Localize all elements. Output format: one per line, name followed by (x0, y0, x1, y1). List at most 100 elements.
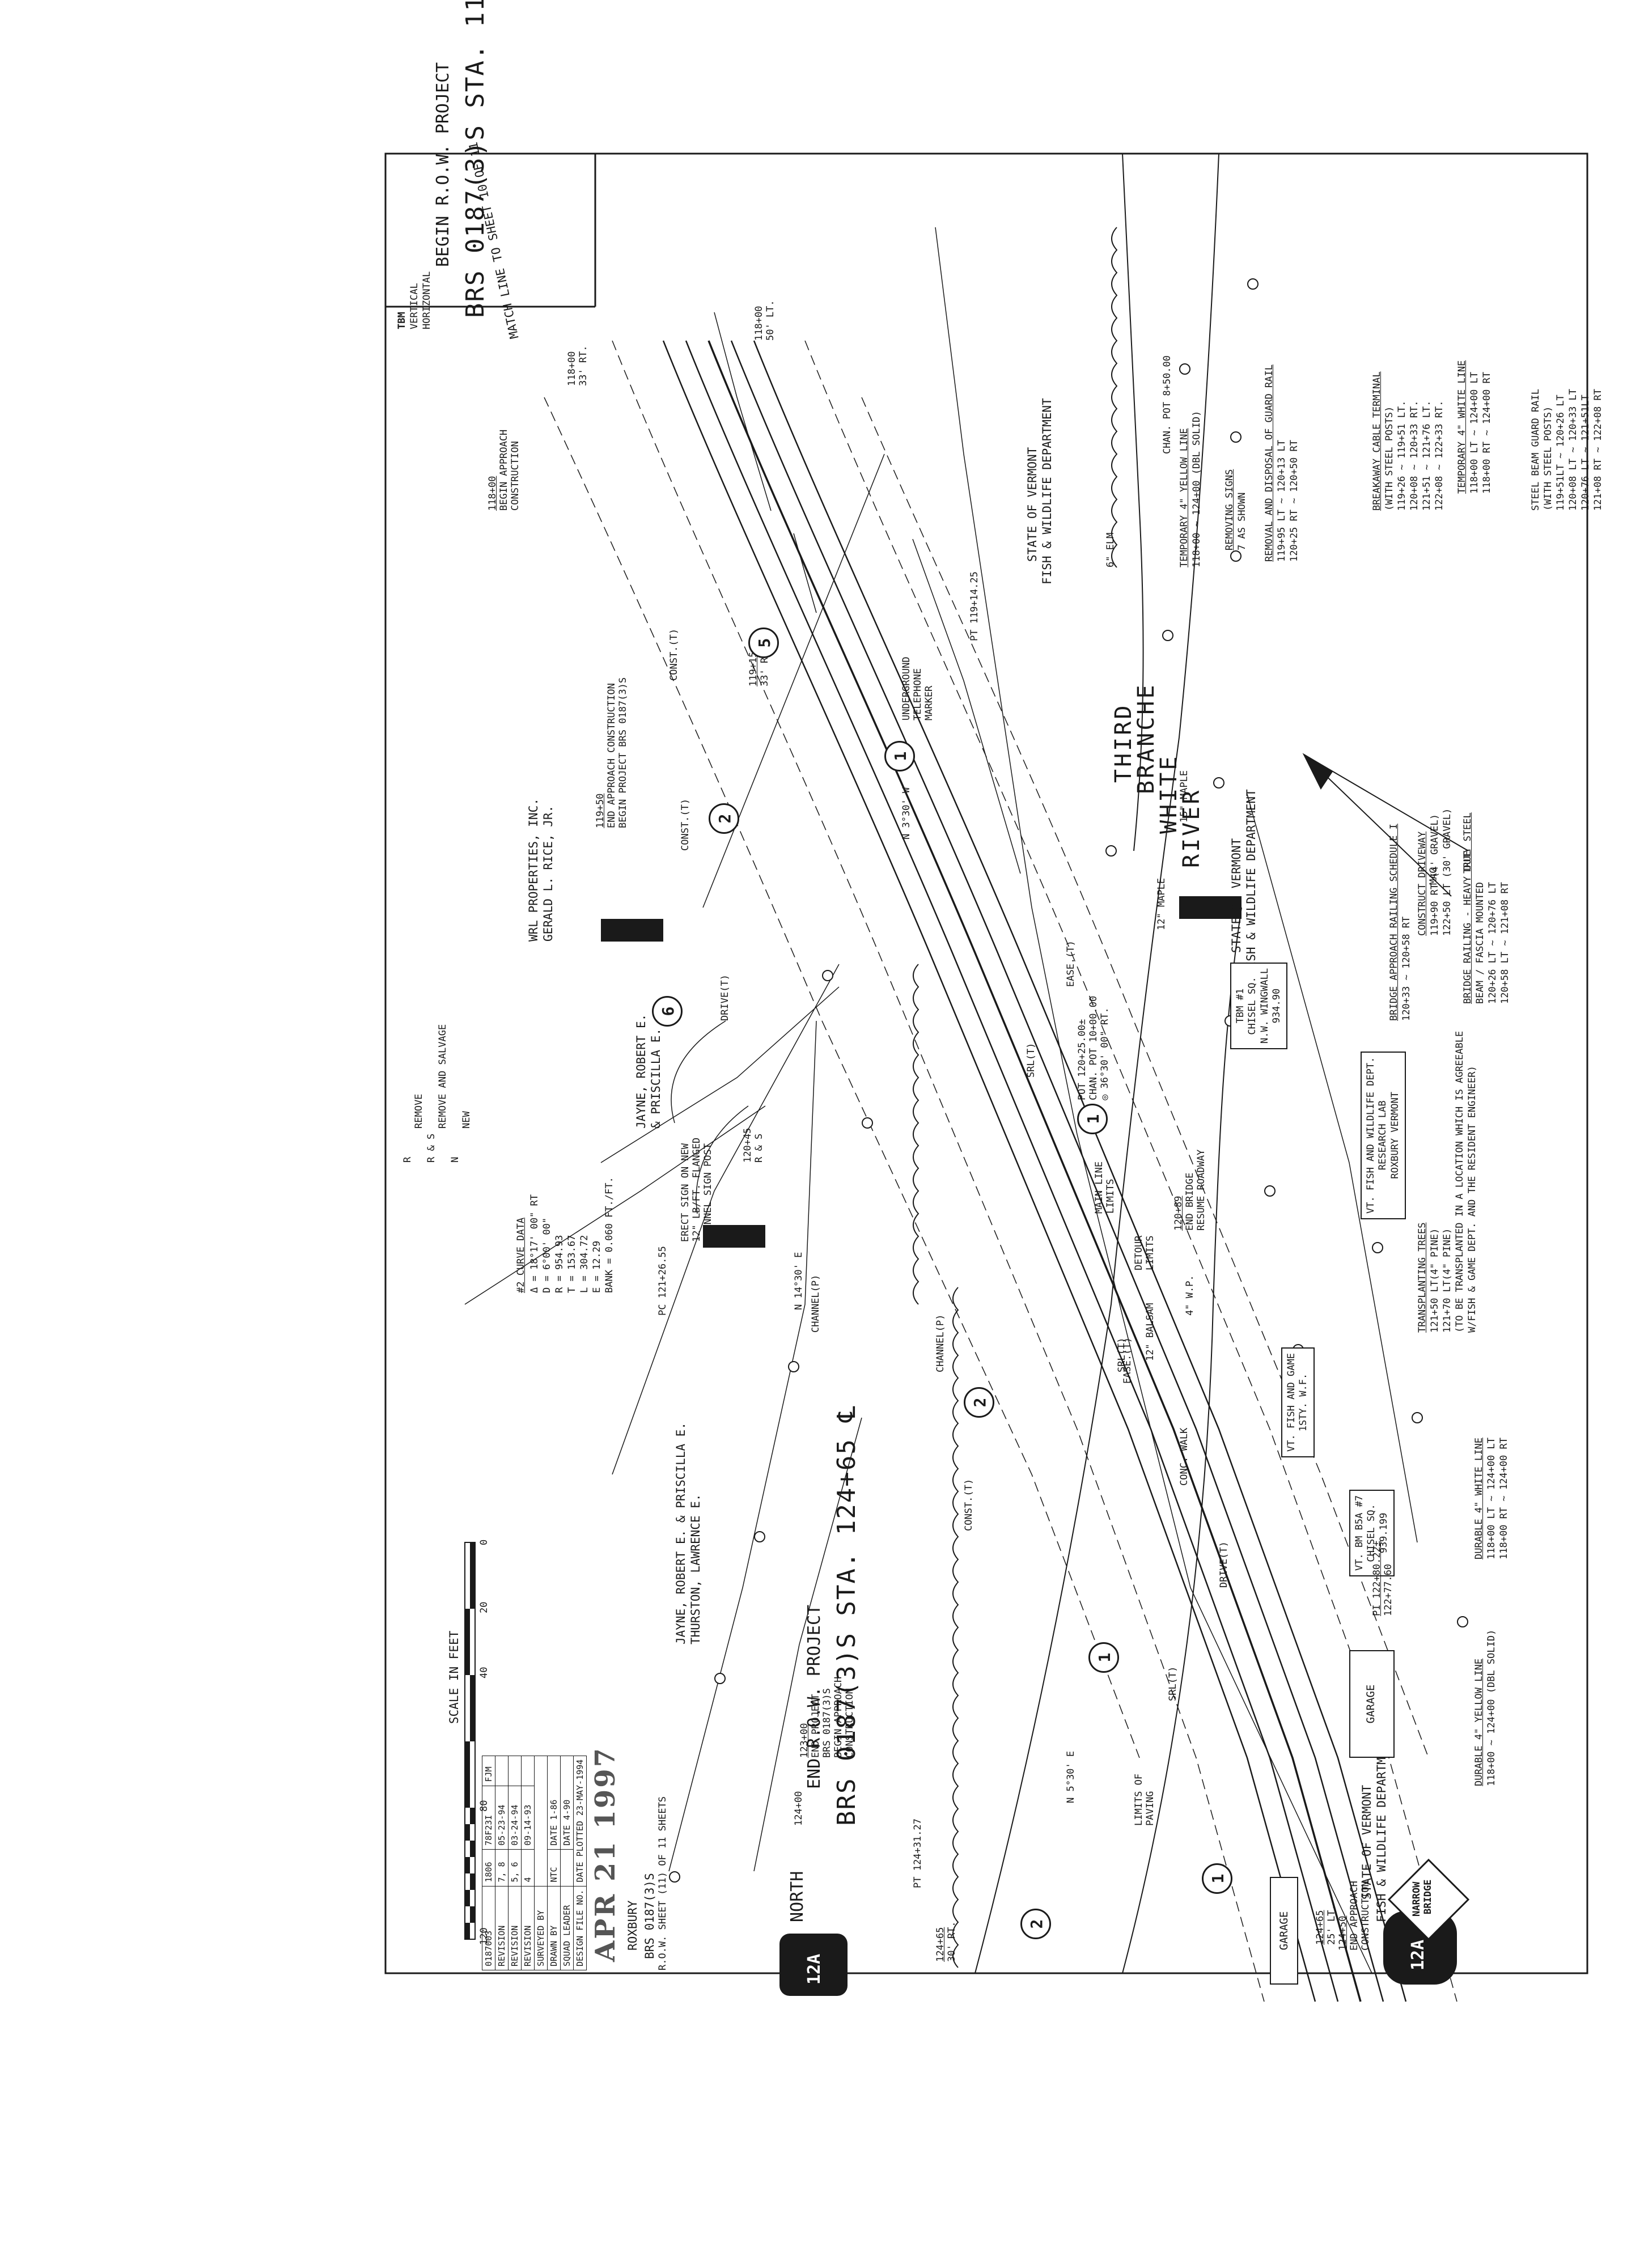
owner-line: JAYNE, ROBERT E. & PRISCILLA E. (674, 1422, 688, 1644)
note-line: 120+25 RT ~ 120+50 RT (1289, 440, 1300, 562)
label-line: 12" LB/FT. FLANGED (691, 1137, 702, 1242)
note-line: BEAM / FASCIA MOUNTED (1474, 882, 1486, 1004)
tbm-line: TBM (396, 312, 408, 329)
box-line: TBM #1 (1235, 988, 1246, 1024)
station-line: RESUME ROADWAY (1196, 1149, 1207, 1231)
label-srl: SRL(T) (1026, 1042, 1037, 1078)
callout-circle: 1 (1202, 1863, 1232, 1894)
begin-project-title: BEGIN R.O.W. PROJECT (433, 62, 453, 267)
note-line: CONSTRUCT DRIVEWAY (1417, 831, 1428, 936)
label-line: DETOUR (1133, 1235, 1145, 1270)
rev-cell: 1806 (482, 1849, 495, 1887)
note-line: TRANSPLANTING TREES (1417, 1222, 1428, 1333)
station-line: END BRIDGE (1184, 1172, 1196, 1231)
box-line: 934.90 (1270, 988, 1282, 1024)
tb-plotted: DATE PLOTTED 23-MAY-1994 (573, 1756, 587, 1887)
rev-cell: 05-23-94 (495, 1786, 509, 1850)
owner-line: WRL PROPERTIES, INC. (527, 798, 540, 942)
station-line: 120+45 (742, 1127, 753, 1163)
route-shield-2: 12A (1408, 1939, 1428, 1970)
station-pt: PT 124+31.27 (912, 1818, 923, 1888)
station-line: 118+00 (753, 306, 765, 341)
label-bearing-3: N 5°30' E (1065, 1750, 1077, 1803)
end-project-station: BRS 0187(3)S STA. 124+65 ℄ (832, 1405, 861, 1826)
tb-town: ROXBURY (626, 1900, 639, 1951)
barricades (601, 896, 1242, 1248)
scale-tick-80: 80 (478, 1800, 490, 1812)
note-line: REMOVAL AND DISPOSAL OF GUARD RAIL (1264, 364, 1275, 562)
note-line: BRIDGE RAILING - HEAVY DUTY STEEL (1462, 812, 1473, 1004)
note-line: 7 AS SHOWN (1236, 492, 1248, 550)
research-lab-box: VT. FISH AND WILDLIFE DEPT. RESEARCH LAB… (1361, 1051, 1406, 1219)
rev-cell: REVISION (495, 1886, 509, 1970)
label-maple-2: 12" MAPLE (1156, 877, 1167, 930)
box-line: VT. FISH AND GAME (1286, 1353, 1297, 1452)
label-balsam: 12" BALSAM (1145, 1303, 1156, 1361)
station-line: 123+00 (799, 1723, 810, 1758)
curve-line: R = 954.93 (554, 1235, 565, 1293)
tb-project: BRS 0187(3)S (643, 1873, 656, 1959)
station-line: 118+00 (487, 476, 498, 511)
label-const: CONST.(T) (963, 1478, 974, 1531)
route-shields (779, 1858, 1470, 1996)
label-bearing-1: N 3°30' W (901, 787, 912, 840)
roadway-lines (662, 340, 1407, 2002)
legend-text: REMOVE (413, 1093, 425, 1129)
station-line: 120+89 (1173, 1196, 1184, 1231)
note-line: 122+08 ~ 122+33 RT. (1434, 400, 1445, 511)
survey-points (669, 278, 1468, 1883)
label-srl: SRL(T) (1167, 1666, 1179, 1701)
label-const: CONST.(T) (668, 628, 680, 681)
tb-label: SQUAD LEADER (560, 1886, 574, 1970)
note-line: TEMPORARY 4" WHITE LINE (1456, 360, 1468, 494)
scale-tick-0: 0 (478, 1539, 490, 1545)
box-line: VT. FISH AND WILDLIFE DEPT. (1365, 1057, 1376, 1214)
station-line: R & S (753, 1133, 765, 1163)
station-line: 124+50 (1337, 1915, 1349, 1951)
station-line: ◎ 36°30' 00" RT. (1099, 1007, 1111, 1100)
station-line: 50' LT. (765, 300, 776, 341)
rev-cell: 7, 8 (495, 1849, 509, 1887)
label-conc-walk: CONC. WALK (1179, 1427, 1190, 1486)
row-lines (544, 340, 1457, 2002)
label-channel: CHANNEL(P) (810, 1274, 821, 1333)
callout-circle: 1 (884, 741, 915, 771)
station-line: 124+65 (1315, 1910, 1326, 1945)
station-line: 124+65 (935, 1927, 946, 1962)
tb-label: SURVEYED BY (534, 1886, 548, 1970)
legend-key: R & S (426, 1133, 437, 1163)
note-line: 120+76 LT ~ 121+51LT (1580, 395, 1591, 511)
note-line: STEEL BEAM GUARD RAIL (1530, 389, 1541, 511)
box-line: RESEARCH LAB (1377, 1100, 1389, 1171)
note-line: 120+26 LT ~ 120+76 LT (1487, 882, 1498, 1004)
curve-line: Δ = 18°17' 00" RT (529, 1194, 540, 1293)
owner-line: FISH & WILDLIFE DEPARTMENT (1244, 789, 1258, 976)
note-line: 121+51 ~ 121+76 LT. (1421, 400, 1433, 511)
property-lines (464, 227, 1418, 1974)
label-line: CHANNEL SIGN POST (702, 1143, 714, 1242)
curve-line: E = 12.29 (591, 1240, 603, 1293)
owner-line: THURSTON, LAWRENCE E. (689, 1494, 702, 1644)
box-line: N.W. WINGWALL (1259, 968, 1270, 1044)
rev-cell: REVISION (521, 1886, 535, 1970)
note-line: 118+00 LT ~ 124+00 LT (1486, 1438, 1497, 1559)
note-line: TEMPORARY 4" YELLOW LINE (1179, 428, 1190, 567)
label-bearing-2: N 14°30' E (793, 1252, 804, 1310)
note-line: DURABLE 4" YELLOW LINE (1473, 1658, 1485, 1786)
box-line: 1STY. W.F. (1298, 1373, 1310, 1432)
note-line: 122+50 LT (30' GRAVEL) (1442, 808, 1453, 936)
tbm-box: TBM #1 CHISEL SQ. N.W. WINGWALL 934.90 (1230, 962, 1287, 1049)
note-line: 119+26 ~ 119+51 LT. (1396, 400, 1408, 511)
label-line: TELEPHONE (912, 668, 923, 720)
tbm-line: VERTICAL (409, 283, 420, 329)
station-line: BRS 0187(3)S (821, 1688, 833, 1758)
scale-title: SCALE IN FEET (447, 1630, 461, 1724)
label-srl: SRL(T) (1116, 1337, 1128, 1372)
callout-circle: 2 (964, 1387, 994, 1418)
garage-box-2: GARAGE (1270, 1877, 1298, 1985)
tree-line (913, 227, 1118, 1968)
label-wp: 4" W.P. (1184, 1275, 1196, 1316)
label-line: LIMITS OF (1133, 1773, 1145, 1826)
tbm-line: HORIZONTAL (421, 271, 433, 329)
owner-line: GERALD L. RICE, JR. (541, 805, 555, 942)
